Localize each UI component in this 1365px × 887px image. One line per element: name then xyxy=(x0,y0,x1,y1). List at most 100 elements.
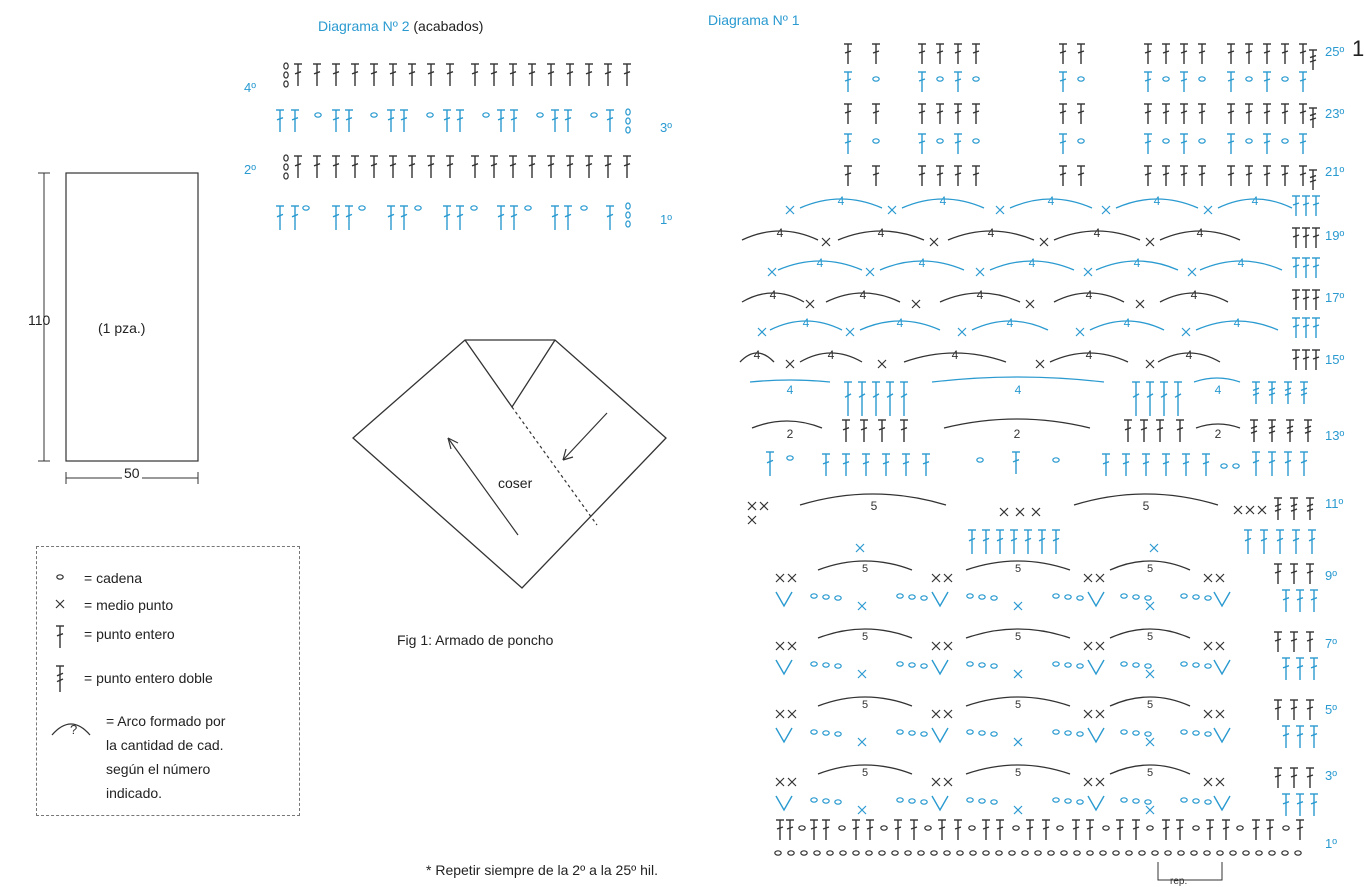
chain-arc xyxy=(749,379,831,383)
shell-v-symbol xyxy=(775,727,793,744)
diagram2-stitch xyxy=(446,63,454,86)
diagram1-stitch xyxy=(1266,819,1274,840)
single-crochet-symbol xyxy=(1145,601,1155,611)
single-crochet-symbol xyxy=(785,205,795,215)
single-crochet-symbol xyxy=(975,267,985,277)
legend-arc-line-4: indicado. xyxy=(106,785,163,801)
arc-count: 4 xyxy=(952,348,959,362)
diagram1-stitch xyxy=(1160,381,1168,416)
chain-symbol xyxy=(1076,595,1084,601)
arc-count: 5 xyxy=(1147,699,1153,711)
chain-symbol xyxy=(1064,730,1072,736)
diagram2-stitch xyxy=(291,109,299,132)
chain-symbol xyxy=(810,661,818,667)
arc-count: 4 xyxy=(817,256,824,270)
diagram1-stitch xyxy=(1296,725,1304,748)
diagram2-stitch xyxy=(351,63,359,86)
diagram1-stitch xyxy=(1281,103,1289,124)
chain-symbol xyxy=(834,595,842,601)
diagram1-stitch xyxy=(1146,381,1154,416)
chain-symbol xyxy=(936,76,944,82)
chain-symbol xyxy=(625,211,631,219)
chain-symbol xyxy=(1052,593,1060,599)
diagram2-stitch xyxy=(332,205,340,230)
single-crochet-symbol xyxy=(775,777,785,787)
chain-arc xyxy=(769,320,843,331)
diagram1-stitch xyxy=(1282,657,1290,680)
foundation-chain xyxy=(1112,850,1120,856)
single-crochet-symbol xyxy=(877,359,887,369)
diagram2-stitch xyxy=(606,109,614,132)
diagram1-stitch xyxy=(1284,451,1292,476)
arc-count: 4 xyxy=(940,194,947,208)
chain-symbol xyxy=(1120,593,1128,599)
diagram1-stitch xyxy=(918,71,926,92)
chain-symbol xyxy=(1120,797,1128,803)
diagram1-stitch xyxy=(1274,767,1282,788)
diagram1-stitch xyxy=(936,43,944,64)
chain-symbol xyxy=(990,663,998,669)
chain-arc xyxy=(965,628,1071,639)
chain-symbol xyxy=(872,76,880,82)
single-crochet-symbol xyxy=(1083,641,1093,651)
chain-symbol xyxy=(1245,76,1253,82)
chain-symbol xyxy=(1077,76,1085,82)
diagram1-stitch xyxy=(842,453,850,476)
diagram1-stitch xyxy=(910,819,918,840)
diagram1-stitch xyxy=(972,43,980,64)
arc-count: 4 xyxy=(787,383,794,397)
diagram2-stitch xyxy=(389,63,397,86)
diagram1-stitch xyxy=(1296,793,1304,816)
arc-count: 4 xyxy=(919,256,926,270)
arc-count: 4 xyxy=(1029,256,1036,270)
diagram2-stitch xyxy=(528,155,536,178)
chain-symbol xyxy=(1120,729,1128,735)
diagram1-stitch xyxy=(1274,631,1282,652)
diagram1-stitch xyxy=(1310,793,1318,816)
arc-count: 4 xyxy=(1191,288,1198,302)
diagram1-stitch xyxy=(1309,49,1317,70)
arc-count: 4 xyxy=(860,288,867,302)
chain-symbol xyxy=(1204,663,1212,669)
diagram2-stitch xyxy=(276,109,284,132)
single-crochet-symbol xyxy=(1083,709,1093,719)
diagram1-stitch xyxy=(918,165,926,186)
diagram2-stitch xyxy=(446,155,454,178)
arc-count: 4 xyxy=(828,348,835,362)
chain-symbol xyxy=(968,825,976,831)
diagram1-title: Diagrama Nº 1 xyxy=(708,12,800,28)
diagram1-stitch xyxy=(1116,819,1124,840)
single-crochet-symbol xyxy=(775,709,785,719)
single-crochet-symbol xyxy=(1013,669,1023,679)
chain-arc xyxy=(817,560,913,571)
diagram2-stitch xyxy=(313,63,321,86)
diagram1-stitch xyxy=(1263,133,1271,154)
single-crochet-symbol xyxy=(931,709,941,719)
diagram1-stitch xyxy=(1245,43,1253,64)
single-crochet-symbol xyxy=(943,777,953,787)
foundation-chain xyxy=(878,850,886,856)
foundation-chain xyxy=(904,850,912,856)
diagram1-stitch xyxy=(1122,453,1130,476)
diagram1-stitch xyxy=(1227,165,1235,186)
foundation-chain xyxy=(1060,850,1068,856)
chain-symbol xyxy=(1162,138,1170,144)
foundation-chain xyxy=(1255,850,1263,856)
diagram1-stitch xyxy=(900,419,908,442)
arc-count: 4 xyxy=(1154,194,1161,208)
chain-arc xyxy=(901,198,985,209)
diagram2-stitch xyxy=(497,205,505,230)
diagram1-stitch xyxy=(1292,227,1300,248)
foundation-chain xyxy=(1151,850,1159,856)
diagram1-stitch xyxy=(1059,165,1067,186)
shell-v-symbol xyxy=(1087,795,1105,812)
foundation-chain xyxy=(1203,850,1211,856)
diagram1-stitch xyxy=(1162,165,1170,186)
single-crochet-symbol xyxy=(857,805,867,815)
diagram1-stitch xyxy=(1300,381,1308,404)
arc-count: 4 xyxy=(803,316,810,330)
single-crochet-symbol xyxy=(931,777,941,787)
diagram1-row-23: 23º xyxy=(1325,106,1345,121)
arc-count: 4 xyxy=(777,226,784,240)
single-crochet-symbol xyxy=(1203,641,1213,651)
